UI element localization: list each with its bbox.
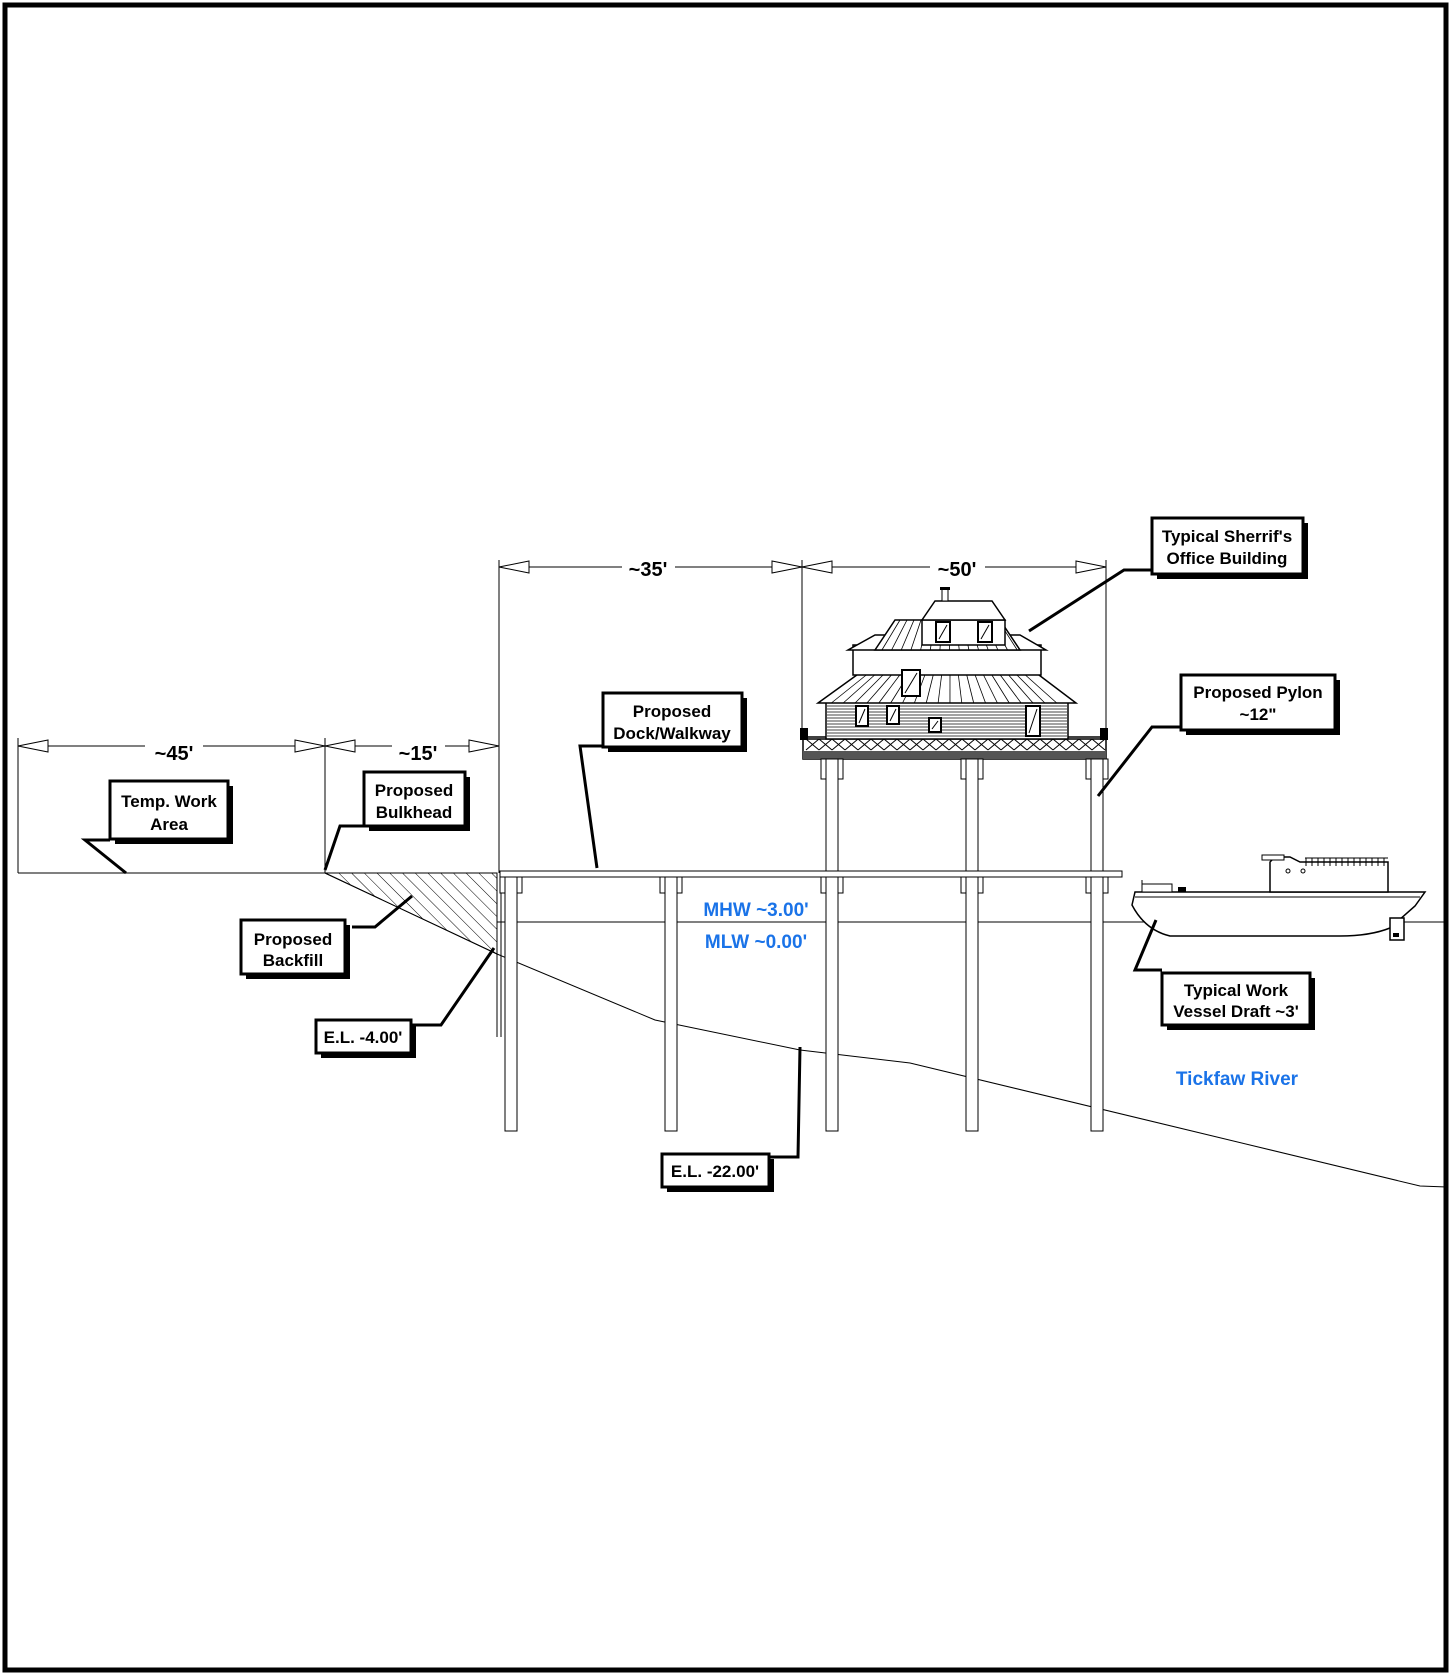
svg-text:Office Building: Office Building — [1167, 549, 1288, 568]
bulkhead — [496, 873, 502, 1037]
svg-text:Typical Work: Typical Work — [1184, 981, 1289, 1000]
svg-text:Vessel Draft ~3': Vessel Draft ~3' — [1173, 1002, 1298, 1021]
dock-pile — [659, 876, 683, 1132]
mhw-label: MHW ~3.00' — [703, 900, 808, 921]
callout-el-minus-22: E.L. -22.00' — [660, 1152, 774, 1192]
svg-text:Backfill: Backfill — [263, 951, 323, 970]
building-pylon — [1085, 758, 1109, 872]
river-label: Tickfaw River — [1176, 1069, 1299, 1090]
svg-text:E.L. -22.00': E.L. -22.00' — [671, 1162, 759, 1181]
svg-text:E.L. -4.00': E.L. -4.00' — [324, 1028, 403, 1047]
building-window — [935, 621, 951, 643]
building-window — [886, 705, 900, 725]
dock-pile — [499, 876, 523, 1132]
callout-proposed-bulkhead: Proposed Bulkhead — [362, 770, 470, 831]
callout-proposed-dock: Proposed Dock/Walkway — [601, 691, 747, 752]
svg-text:Proposed: Proposed — [254, 930, 332, 949]
callout-proposed-pylon: Proposed Pylon ~12" — [1179, 673, 1340, 735]
building-window — [901, 669, 921, 697]
building-window — [928, 717, 942, 733]
work-vessel — [1131, 854, 1427, 941]
dock-pile — [1085, 876, 1109, 1132]
svg-text:Bulkhead: Bulkhead — [376, 803, 453, 822]
building-window — [1025, 705, 1041, 737]
dock-walkway — [499, 870, 1123, 1132]
dim-15: ~15' — [399, 743, 438, 765]
dim-35: ~35' — [629, 559, 668, 581]
dock-pile — [960, 876, 984, 1132]
callout-temp-work-area: Temp. Work Area — [108, 779, 233, 844]
callout-el-minus-4: E.L. -4.00' — [314, 1018, 416, 1058]
svg-text:Dock/Walkway: Dock/Walkway — [613, 724, 731, 743]
svg-text:Typical Sherrif's: Typical Sherrif's — [1162, 527, 1292, 546]
building-window — [977, 621, 993, 643]
dim-45: ~45' — [155, 743, 194, 765]
svg-text:~12": ~12" — [1240, 705, 1277, 724]
building-window — [855, 705, 869, 727]
dimension-lines — [17, 560, 1107, 873]
svg-text:Area: Area — [150, 815, 188, 834]
callout-work-vessel: Typical Work Vessel Draft ~3' — [1160, 971, 1315, 1030]
leader-lines — [80, 568, 1180, 1159]
dim-50: ~50' — [938, 559, 977, 581]
callout-sheriff-building: Typical Sherrif's Office Building — [1150, 516, 1308, 579]
svg-text:Proposed: Proposed — [633, 702, 711, 721]
sheriff-office-building — [800, 587, 1109, 872]
mlw-label: MLW ~0.00' — [705, 932, 807, 953]
dock-pile — [820, 876, 844, 1132]
building-pylon — [820, 758, 844, 872]
svg-text:Temp. Work: Temp. Work — [121, 792, 217, 811]
building-pylon — [960, 758, 984, 872]
svg-text:Proposed Pylon: Proposed Pylon — [1193, 683, 1322, 702]
svg-text:Proposed: Proposed — [375, 781, 453, 800]
callout-proposed-backfill: Proposed Backfill — [239, 918, 350, 979]
